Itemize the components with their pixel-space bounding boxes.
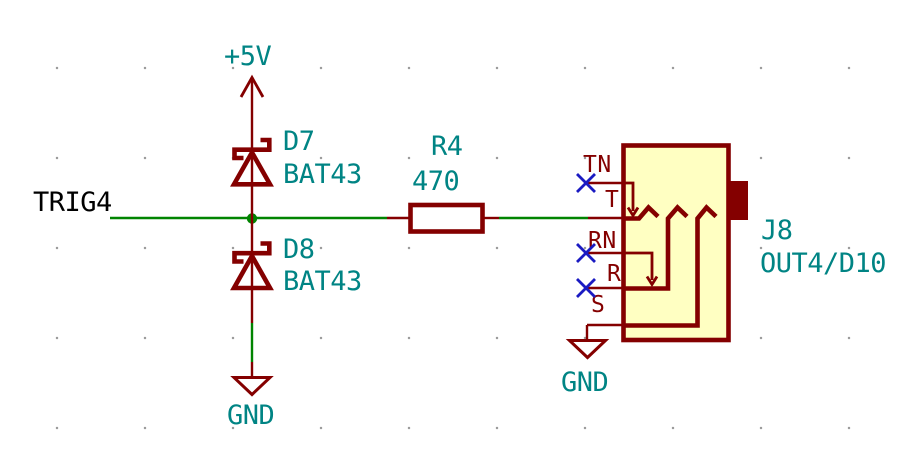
d8-ref[interactable]: D8	[283, 234, 315, 265]
no-connect-marks	[576, 173, 596, 298]
d7-ref[interactable]: D7	[283, 126, 315, 157]
diode-d7[interactable]: D7 BAT43	[230, 126, 362, 190]
no-connect-icon-tn[interactable]	[576, 173, 596, 193]
gnd-label-right[interactable]: GND	[561, 367, 609, 398]
resistor-body-icon	[408, 202, 485, 234]
tn-switch-arm	[624, 181, 635, 211]
j8-ref[interactable]: J8	[761, 215, 793, 246]
d7-value[interactable]: BAT43	[283, 159, 362, 190]
pin-label-tn: TN	[583, 152, 612, 178]
d8-value[interactable]: BAT43	[283, 266, 362, 297]
wire-net-trig4[interactable]	[110, 213, 588, 224]
resistor-r4[interactable]: R4 470	[387, 131, 499, 234]
j8-value[interactable]: OUT4/D10	[760, 248, 887, 279]
diode-triangle-icon	[230, 147, 274, 187]
rn-switch-arm	[624, 251, 654, 280]
gnd-symbol-left[interactable]: GND	[227, 362, 275, 431]
tn-switch-arrow-icon	[626, 206, 640, 219]
pin-label-r: R	[607, 261, 621, 287]
power-symbol-5v[interactable]: +5V	[224, 41, 272, 218]
gnd-symbol-right[interactable]: GND	[561, 325, 610, 398]
sleeve-contact-icon	[624, 204, 718, 328]
r4-value[interactable]: 470	[412, 166, 460, 197]
gnd-label-left[interactable]: GND	[227, 400, 275, 431]
connector-body[interactable]	[621, 143, 731, 343]
gnd-triangle-icon	[565, 339, 610, 360]
diode-triangle-icon	[230, 251, 274, 291]
net-label-trig4[interactable]: TRIG4	[33, 187, 112, 218]
pin-label-s: S	[591, 292, 605, 318]
tip-contact-icon	[624, 204, 660, 221]
ring-contact-icon	[624, 204, 689, 291]
connector-j8[interactable]: TN T RN R S J8 OUT4/D10	[583, 143, 887, 343]
rn-switch-arrow-icon	[645, 275, 659, 288]
pin-label-rn: RN	[588, 228, 617, 254]
no-connect-icon-r[interactable]	[576, 278, 596, 298]
power-label-5v[interactable]: +5V	[224, 41, 272, 72]
connector-bushing-icon	[728, 181, 748, 220]
pin-label-t: T	[605, 187, 619, 213]
no-connect-icon-rn[interactable]	[576, 243, 596, 263]
diode-d8[interactable]: D8 BAT43	[230, 218, 362, 323]
power-arrow-icon	[239, 74, 265, 98]
r4-ref[interactable]: R4	[431, 131, 463, 162]
gnd-triangle-icon	[230, 376, 274, 397]
